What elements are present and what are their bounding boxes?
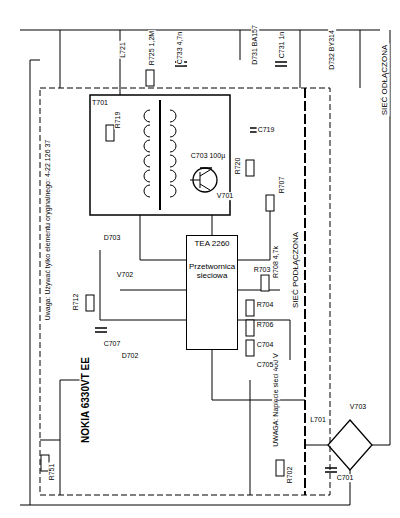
part-label: C707 xyxy=(103,340,122,348)
part-label: R706 xyxy=(256,321,275,329)
part-label: D702 xyxy=(121,352,140,360)
coil-turn xyxy=(170,170,176,182)
ic-name: TEA 2260 xyxy=(189,239,235,248)
transformer-outline xyxy=(90,95,230,215)
coil-turn xyxy=(170,185,176,197)
resistor-body xyxy=(246,320,254,336)
part-label: R712 xyxy=(72,293,80,312)
part-label: R707 xyxy=(278,176,286,195)
note-text: SIEĆ PODŁĄCZONA xyxy=(292,231,301,309)
resistor-body xyxy=(266,195,274,211)
part-label: D732 BY314 xyxy=(328,29,336,71)
part-label: R703 xyxy=(253,266,272,274)
ic-box: TEA 2260Przetwornica sieciowa xyxy=(186,235,238,350)
coil-turn xyxy=(170,125,176,137)
note-text: NOKIA 6330VT EE xyxy=(80,356,91,444)
capacitor-symbol xyxy=(95,62,337,472)
resistor-symbol xyxy=(41,70,284,476)
coil-turn xyxy=(170,155,176,167)
part-label: C701 xyxy=(336,474,355,482)
resistor-body xyxy=(86,295,94,311)
coil-windings xyxy=(144,110,176,197)
transformer-core xyxy=(159,100,161,210)
wire xyxy=(20,30,390,505)
coil-turn xyxy=(144,185,150,197)
part-label: L721 xyxy=(119,41,127,59)
part-label: C704 xyxy=(256,341,275,349)
part-label: R720 xyxy=(234,157,242,176)
part-label: R751 xyxy=(48,463,56,482)
transistor-leads xyxy=(190,170,210,190)
resistor-body xyxy=(246,340,254,356)
part-label: R702 xyxy=(286,466,294,485)
coil-turn xyxy=(144,110,150,122)
part-label: C703 100µ xyxy=(190,152,226,160)
part-label: D703 xyxy=(103,234,122,242)
part-label: C731 1n xyxy=(278,31,286,59)
coil-turn xyxy=(144,170,150,182)
part-label: V702 xyxy=(116,271,134,279)
coil-turn xyxy=(170,140,176,152)
part-label: C719 xyxy=(257,126,276,134)
resistor-body xyxy=(146,70,154,86)
part-label: D731 BA157 xyxy=(251,24,259,66)
wire xyxy=(20,30,380,95)
coil-turn xyxy=(144,140,150,152)
note-text: Uwaga: Używać tylko elementu oryginalneg… xyxy=(44,139,52,322)
wire xyxy=(30,60,40,505)
coil-turn xyxy=(144,155,150,167)
part-label: C733 4,7n xyxy=(176,31,184,65)
part-label: V703 xyxy=(349,403,367,411)
resistor-body xyxy=(261,275,269,291)
resistor-body xyxy=(246,300,254,316)
bridge-rectifier xyxy=(328,420,372,470)
hot-region xyxy=(40,88,330,495)
coil-turn xyxy=(170,110,176,122)
resistor-body xyxy=(276,460,284,476)
resistor-body xyxy=(246,160,254,176)
part-label: L701 xyxy=(309,416,327,424)
ic-function: Przetwornica sieciowa xyxy=(189,262,235,280)
part-label: R704 xyxy=(256,301,275,309)
part-label: V701 xyxy=(216,192,234,200)
part-label: C705 xyxy=(256,361,275,369)
part-label: R708 4,7k xyxy=(272,245,280,279)
note-text: SIEĆ ODŁĄCZONA xyxy=(381,44,390,117)
part-label: T701 xyxy=(91,99,109,107)
coil-turn xyxy=(144,125,150,137)
part-label: R719 xyxy=(114,111,122,130)
part-label: R725 1,2M xyxy=(148,30,156,66)
resistor-body xyxy=(106,125,114,141)
isolation-border xyxy=(304,88,306,495)
